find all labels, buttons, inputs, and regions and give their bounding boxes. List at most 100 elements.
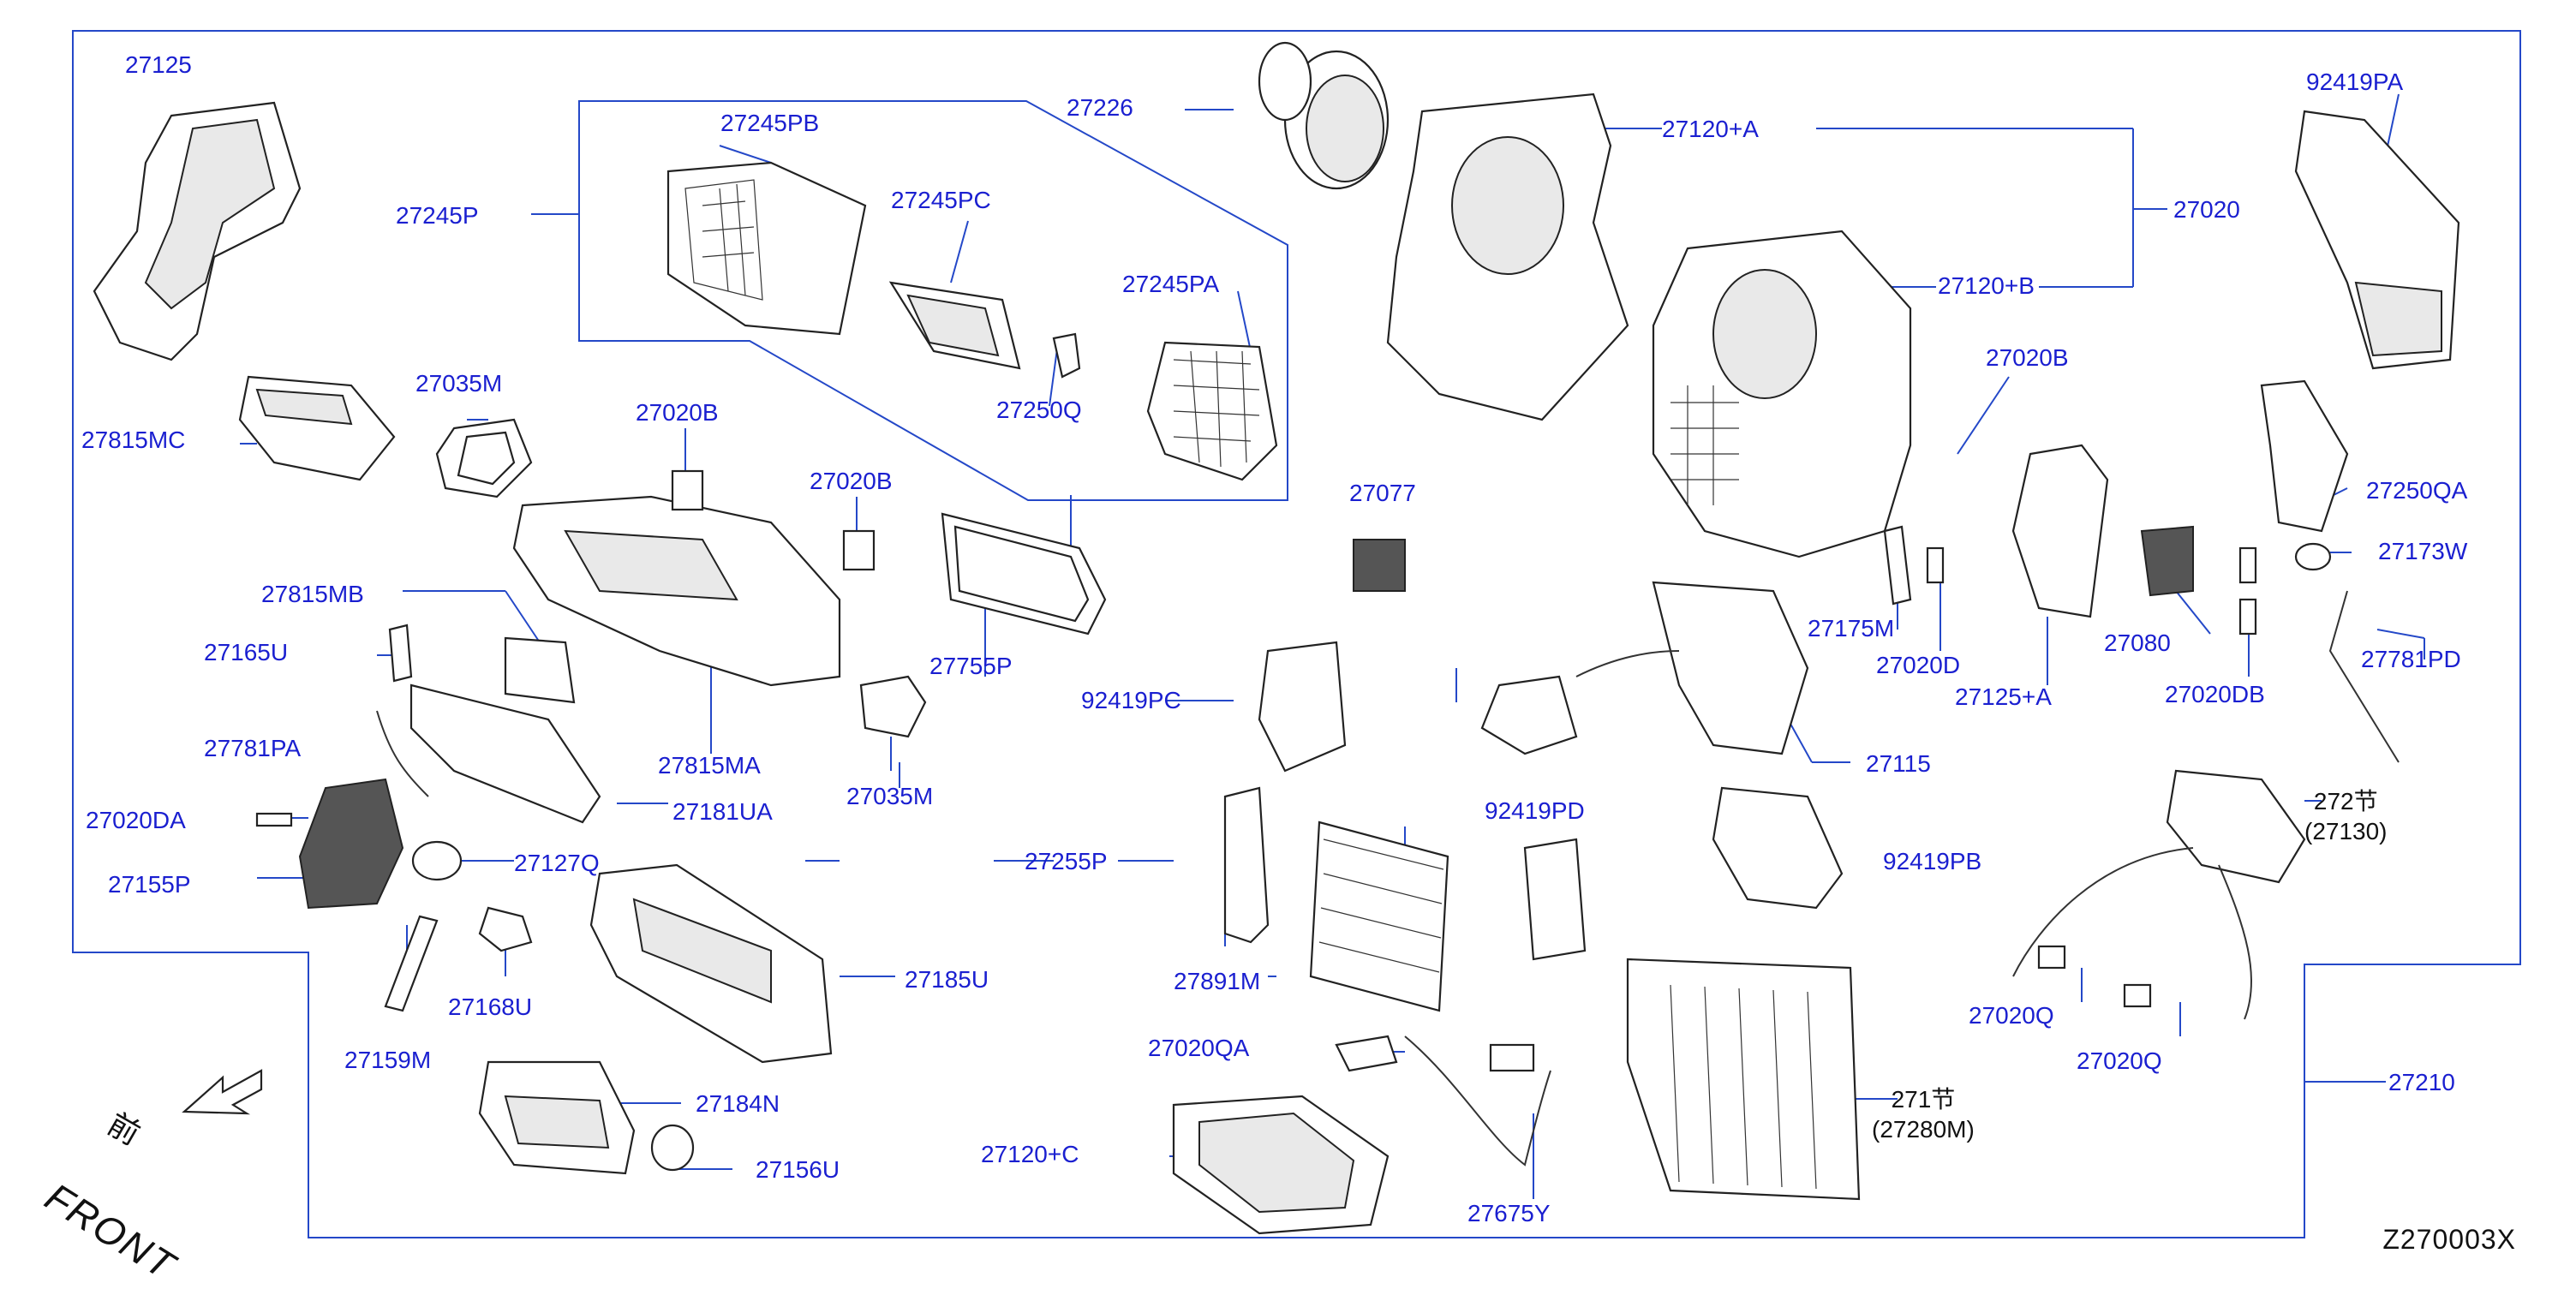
label-27120-b[interactable]: 27120+B bbox=[1938, 272, 2035, 299]
part-27815mb-vent bbox=[504, 636, 576, 704]
label-27815mb[interactable]: 27815MB bbox=[261, 581, 364, 607]
part-27120a-blower-case bbox=[1386, 92, 1629, 421]
label-27120-c[interactable]: 27120+C bbox=[981, 1141, 1079, 1167]
part-27125-duct bbox=[93, 101, 302, 361]
part-27815ma-center-case bbox=[512, 495, 841, 687]
label-27127q[interactable]: 27127Q bbox=[514, 850, 600, 876]
part-27181ua-actuator bbox=[409, 683, 601, 824]
part-27115-heater-core bbox=[1480, 581, 1809, 755]
label-27255p[interactable]: 27255P bbox=[1025, 848, 1108, 874]
label-27020b-b[interactable]: 27020B bbox=[810, 468, 893, 494]
part-92419pb-duct bbox=[1712, 786, 1844, 910]
label-27125[interactable]: 27125 bbox=[125, 51, 192, 78]
label-27226[interactable]: 27226 bbox=[1067, 94, 1133, 121]
label-27280m: (27280M) bbox=[1872, 1116, 1975, 1143]
assembly-boundary bbox=[72, 30, 2521, 1238]
part-27120c-drain-pan bbox=[1172, 1095, 1390, 1235]
label-27675y[interactable]: 27675Y bbox=[1467, 1200, 1551, 1226]
label-27020d[interactable]: 27020D bbox=[1876, 652, 1961, 678]
label-27130: (27130) bbox=[2304, 818, 2388, 844]
label-27165u[interactable]: 27165U bbox=[204, 639, 289, 665]
label-27035m-b[interactable]: 27035M bbox=[846, 783, 934, 809]
label-271-section: 271节 bbox=[1891, 1086, 1956, 1113]
part-27035m-seal-b bbox=[859, 675, 927, 738]
part-27168u-link bbox=[478, 906, 533, 952]
label-27020b-c[interactable]: 27020B bbox=[1986, 344, 2069, 371]
part-27815mc-vent bbox=[238, 375, 396, 481]
front-arrow-icon bbox=[182, 1069, 263, 1115]
label-27815ma[interactable]: 27815MA bbox=[658, 752, 761, 779]
part-27020b-gasket-a bbox=[671, 469, 704, 511]
part-27020b-gasket-b bbox=[842, 529, 876, 571]
part-27175m-pipe bbox=[1883, 525, 1912, 606]
part-27165u-link bbox=[388, 624, 413, 683]
label-92419pc[interactable]: 92419PC bbox=[1081, 687, 1181, 713]
label-27130-group[interactable]: 272节 (27130) bbox=[2304, 786, 2388, 846]
label-27173w[interactable]: 27173W bbox=[2378, 538, 2468, 564]
diagram-code: Z270003X bbox=[2382, 1224, 2516, 1255]
label-27185u[interactable]: 27185U bbox=[905, 966, 989, 993]
label-27184n[interactable]: 27184N bbox=[696, 1090, 780, 1117]
label-27250qa[interactable]: 27250QA bbox=[2366, 477, 2468, 504]
part-27250qa-bracket bbox=[2260, 379, 2349, 533]
label-27175m[interactable]: 27175M bbox=[1808, 615, 1895, 642]
label-27020qa[interactable]: 27020QA bbox=[1148, 1035, 1250, 1061]
label-27181ua[interactable]: 27181UA bbox=[672, 798, 773, 825]
label-27891m[interactable]: 27891M bbox=[1174, 968, 1261, 994]
label-92419pd[interactable]: 92419PD bbox=[1485, 797, 1585, 824]
part-27020qa-clip bbox=[1335, 1035, 1398, 1072]
label-92419pb[interactable]: 92419PB bbox=[1883, 848, 1982, 874]
label-27245pa[interactable]: 27245PA bbox=[1122, 271, 1220, 297]
label-27245p[interactable]: 27245P bbox=[396, 202, 479, 229]
label-27035m-a[interactable]: 27035M bbox=[415, 370, 503, 397]
label-27155p[interactable]: 27155P bbox=[108, 871, 191, 898]
part-27159m-arm bbox=[384, 915, 439, 1012]
label-27120-a[interactable]: 27120+A bbox=[1662, 116, 1759, 142]
label-27210[interactable]: 27210 bbox=[2388, 1069, 2455, 1095]
part-27155p-actuator-plate bbox=[298, 778, 404, 910]
leader-lines bbox=[240, 93, 2425, 1199]
label-27755p[interactable]: 27755P bbox=[929, 653, 1013, 679]
label-27020da[interactable]: 27020DA bbox=[86, 807, 186, 833]
label-27159m[interactable]: 27159M bbox=[344, 1047, 432, 1073]
part-27781pa-cable bbox=[376, 710, 429, 797]
label-27115[interactable]: 27115 bbox=[1866, 750, 1931, 777]
label-27080[interactable]: 27080 bbox=[2104, 630, 2171, 656]
part-92419pa-duct bbox=[2294, 110, 2460, 370]
part-27255p-door bbox=[1223, 786, 1270, 944]
part-27020q-clip-a bbox=[2037, 945, 2066, 970]
part-27035m-seal-a bbox=[435, 418, 533, 498]
label-92419pa[interactable]: 92419PA bbox=[2306, 69, 2404, 95]
part-27781pd-rod bbox=[2328, 590, 2400, 763]
part-27020da-screw bbox=[255, 812, 293, 827]
part-27675y-harness bbox=[1404, 1035, 1551, 1167]
part-27173w-clip bbox=[2294, 542, 2332, 571]
label-27781pa[interactable]: 27781PA bbox=[204, 735, 302, 761]
part-27080-actuator bbox=[2140, 525, 2194, 597]
label-27020q-a[interactable]: 27020Q bbox=[1969, 1002, 2054, 1029]
part-27185u-case-lower bbox=[589, 863, 833, 1064]
label-27125-a[interactable]: 27125+A bbox=[1955, 683, 2052, 710]
label-27280m-group[interactable]: 271节 (27280M) bbox=[1872, 1084, 1975, 1144]
label-27156u[interactable]: 27156U bbox=[756, 1156, 840, 1183]
part-27020d-screw bbox=[1926, 546, 1945, 584]
label-27250q[interactable]: 27250Q bbox=[996, 397, 1082, 423]
label-27020q-b[interactable]: 27020Q bbox=[2077, 1047, 2162, 1074]
label-27020db[interactable]: 27020DB bbox=[2165, 681, 2265, 707]
label-27020[interactable]: 27020 bbox=[2173, 196, 2240, 223]
label-27781pd[interactable]: 27781PD bbox=[2361, 646, 2461, 672]
part-92419pd-duct bbox=[1523, 838, 1587, 961]
label-27020b-a[interactable]: 27020B bbox=[636, 399, 719, 426]
part-27245pb-filter-housing bbox=[666, 161, 867, 336]
part-92419pc-duct bbox=[1258, 641, 1347, 773]
part-27245pa-filter-door bbox=[1146, 341, 1278, 481]
subgroup-27245p-outline bbox=[578, 100, 1288, 501]
label-27815mc[interactable]: 27815MC bbox=[81, 427, 186, 453]
label-27245pc[interactable]: 27245PC bbox=[891, 187, 991, 213]
label-27245pb[interactable]: 27245PB bbox=[720, 110, 820, 136]
label-27077[interactable]: 27077 bbox=[1349, 480, 1416, 506]
part-27077-resistor bbox=[1353, 539, 1406, 592]
label-27168u[interactable]: 27168U bbox=[448, 994, 533, 1020]
label-272-section: 272节 bbox=[2313, 788, 2378, 815]
